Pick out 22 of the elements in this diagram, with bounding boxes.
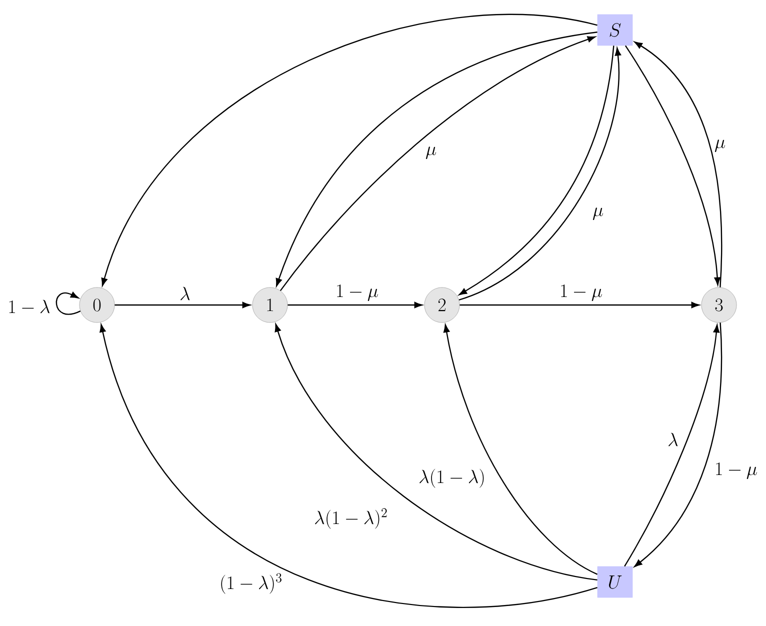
edge-label: $(1-\lambda)^3$ xyxy=(221,573,282,594)
edge-label: $1-\lambda$ xyxy=(9,300,50,314)
arrow xyxy=(288,302,422,308)
edge-label: $\lambda$ xyxy=(668,432,678,446)
edge-label: $1-\mu$ xyxy=(561,284,602,302)
state-square: $S$ xyxy=(597,14,633,46)
edge-label: $\mu$ xyxy=(426,146,436,160)
state-square: $U$ xyxy=(597,566,633,598)
edge-label: $\mu$ xyxy=(714,140,726,152)
edge-label: $\lambda(1-\lambda)$ xyxy=(420,468,484,488)
arrow xyxy=(56,292,81,315)
edge-label: $1-\mu$ xyxy=(716,462,757,480)
arrow xyxy=(101,14,598,286)
arrow xyxy=(274,324,598,580)
edge-label: $\mu$ xyxy=(592,208,604,220)
arrow xyxy=(444,324,598,575)
arrow xyxy=(114,302,250,308)
edge-label: $\lambda$ xyxy=(180,286,190,300)
arrow xyxy=(460,302,700,308)
edge-label: $\lambda(1-\lambda)^2$ xyxy=(315,508,387,529)
arrow xyxy=(100,324,598,608)
edge-label: $1-\mu$ xyxy=(337,284,378,302)
